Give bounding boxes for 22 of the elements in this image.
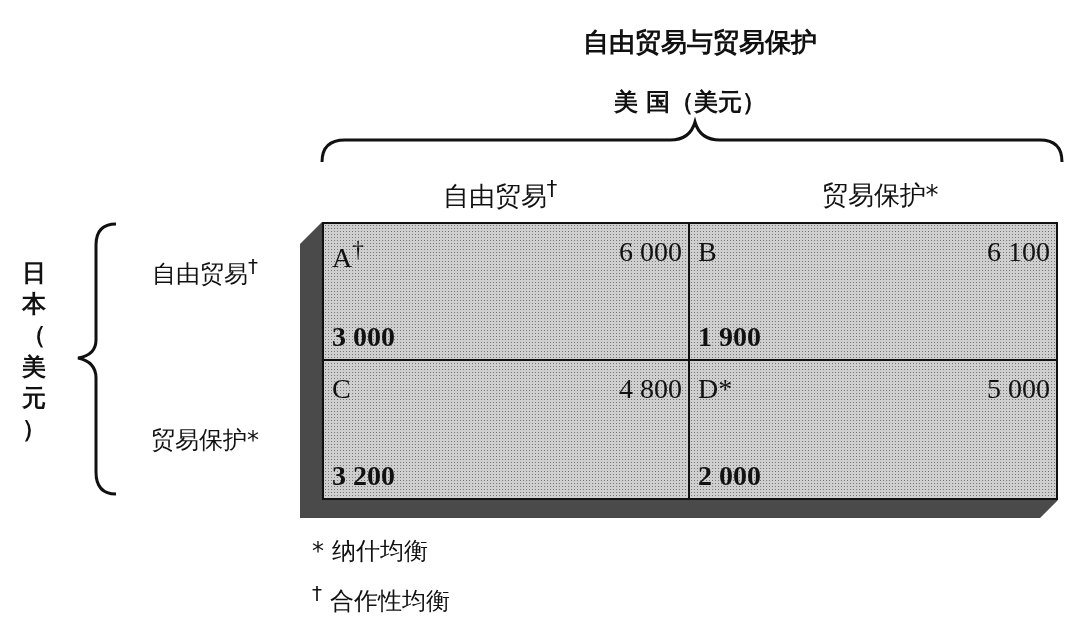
axis-label: 美 国（美元） (613, 87, 767, 118)
strategy-label: 自由贸易$^{†}$ (442, 175, 558, 214)
outcome-letter: B (698, 236, 717, 268)
payoff-cell (324, 224, 690, 361)
strategy-label: 贸易保护* (151, 425, 259, 456)
axis-label: 日本（美元） (22, 258, 46, 445)
footnote: $^{†}$ 合作性均衡 (312, 581, 450, 617)
payoff-value: 2 000 (698, 460, 761, 492)
outcome-letter: C (332, 373, 351, 405)
footnote: * 纳什均衡 (312, 536, 428, 567)
outcome-letter: D* (698, 373, 733, 405)
payoff-value: 5 000 (987, 373, 1050, 405)
payoff-value: 3 000 (332, 321, 395, 353)
outcome-letter: A$^{†}$ (332, 236, 364, 275)
payoff-value: 3 200 (332, 460, 395, 492)
payoff-value: 1 900 (698, 321, 761, 353)
payoff-value: 4 800 (619, 373, 682, 405)
payoff-value: 6 000 (619, 236, 682, 268)
title: 自由贸易与贸易保护 (583, 25, 817, 59)
strategy-label: 贸易保护* (821, 178, 939, 212)
payoff-value: 6 100 (987, 236, 1050, 268)
strategy-label: 自由贸易$^{†}$ (152, 254, 258, 290)
